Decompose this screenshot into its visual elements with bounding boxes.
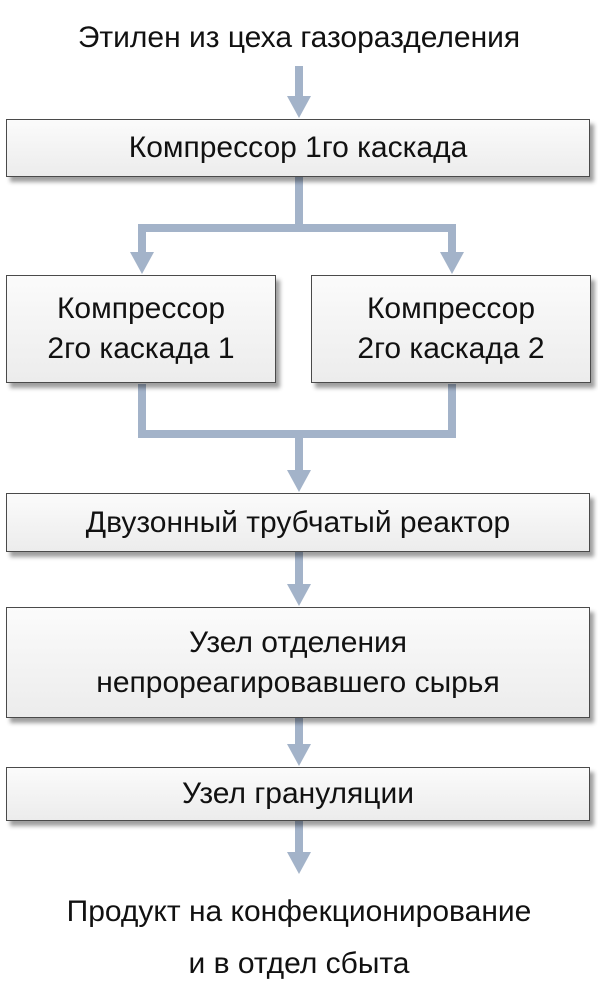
arrowhead-output (287, 852, 311, 874)
input-label-text: Этилен из цеха газоразделения (77, 21, 521, 54)
compressor-stage2-2-box: Компрессор 2го каскада 2 (311, 275, 591, 383)
output-line1: Продукт на конфекционирование (66, 895, 532, 928)
arrow-merge (138, 384, 456, 438)
arrowhead-compressor1 (287, 96, 311, 118)
granulation-box: Узел грануляции (6, 767, 590, 821)
compressor-stage2-2-line2: 2го каскада 2 (357, 332, 545, 365)
granulation-label: Узел грануляции (182, 777, 414, 810)
compressor-stage1-label: Компрессор 1го каскада (128, 131, 468, 164)
compressor-stage2-2-line1: Компрессор (366, 292, 536, 325)
output-line2: и в отдел сбыта (188, 947, 410, 980)
arrow-split-to-compressor2b (299, 224, 456, 256)
separation-box: Узел отделения непрореагировавшего сырья (6, 607, 590, 718)
reactor-box: Двузонный трубчатый реактор (6, 493, 590, 552)
compressor-stage1-box: Компрессор 1го каскада (6, 119, 590, 177)
output-label: Продукт на конфекционирование и в отдел … (0, 892, 598, 984)
arrowhead-compressor2b (440, 252, 464, 274)
input-label: Этилен из цеха газоразделения (0, 18, 598, 58)
compressor-stage2-1-line2: 2го каскада 1 (47, 332, 235, 365)
separation-line2: непрореагировавшего сырья (96, 665, 500, 699)
arrowhead-granulation (287, 744, 311, 766)
arrowhead-separation (287, 584, 311, 606)
compressor-stage2-1-box: Компрессор 2го каскада 1 (6, 275, 276, 383)
separation-line1: Узел отделения (188, 625, 408, 659)
reactor-label: Двузонный трубчатый реактор (85, 505, 511, 539)
arrowhead-reactor (287, 470, 311, 492)
compressor-stage2-1-line1: Компрессор (56, 292, 226, 325)
arrowhead-compressor2a (130, 252, 154, 274)
arrow-compressor1-split (138, 176, 303, 256)
